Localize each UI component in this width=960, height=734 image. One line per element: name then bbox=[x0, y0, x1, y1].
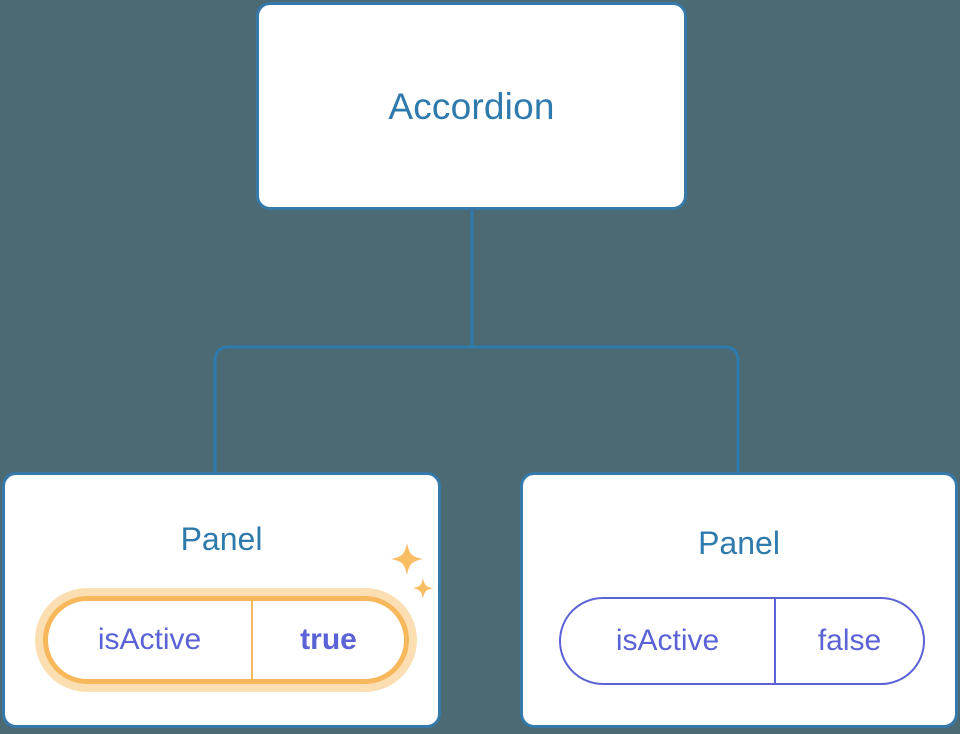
prop-value: false bbox=[774, 599, 923, 683]
connector-branch-bar bbox=[213, 345, 740, 472]
prop-value: true bbox=[251, 601, 404, 679]
node-accordion-label: Accordion bbox=[388, 85, 555, 127]
node-panel-inactive-body: Panel isActive false bbox=[523, 475, 955, 725]
prop-pill-isactive-true[interactable]: isActive true bbox=[43, 596, 409, 684]
node-panel-inactive-label: Panel bbox=[698, 525, 780, 561]
prop-key: isActive bbox=[97, 623, 202, 656]
prop-key: isActive bbox=[615, 624, 720, 657]
prop-pill-isactive-false[interactable]: isActive false bbox=[559, 597, 925, 685]
node-panel-active-body: Panel isActive true bbox=[5, 475, 438, 725]
node-panel-inactive[interactable]: Panel isActive false bbox=[520, 472, 958, 728]
node-accordion[interactable]: Accordion bbox=[256, 2, 687, 210]
node-panel-active-label: Panel bbox=[180, 521, 263, 557]
prop-pill-active-wrapper: isActive true bbox=[35, 588, 417, 692]
node-panel-active[interactable]: Panel isActive true bbox=[2, 472, 441, 728]
